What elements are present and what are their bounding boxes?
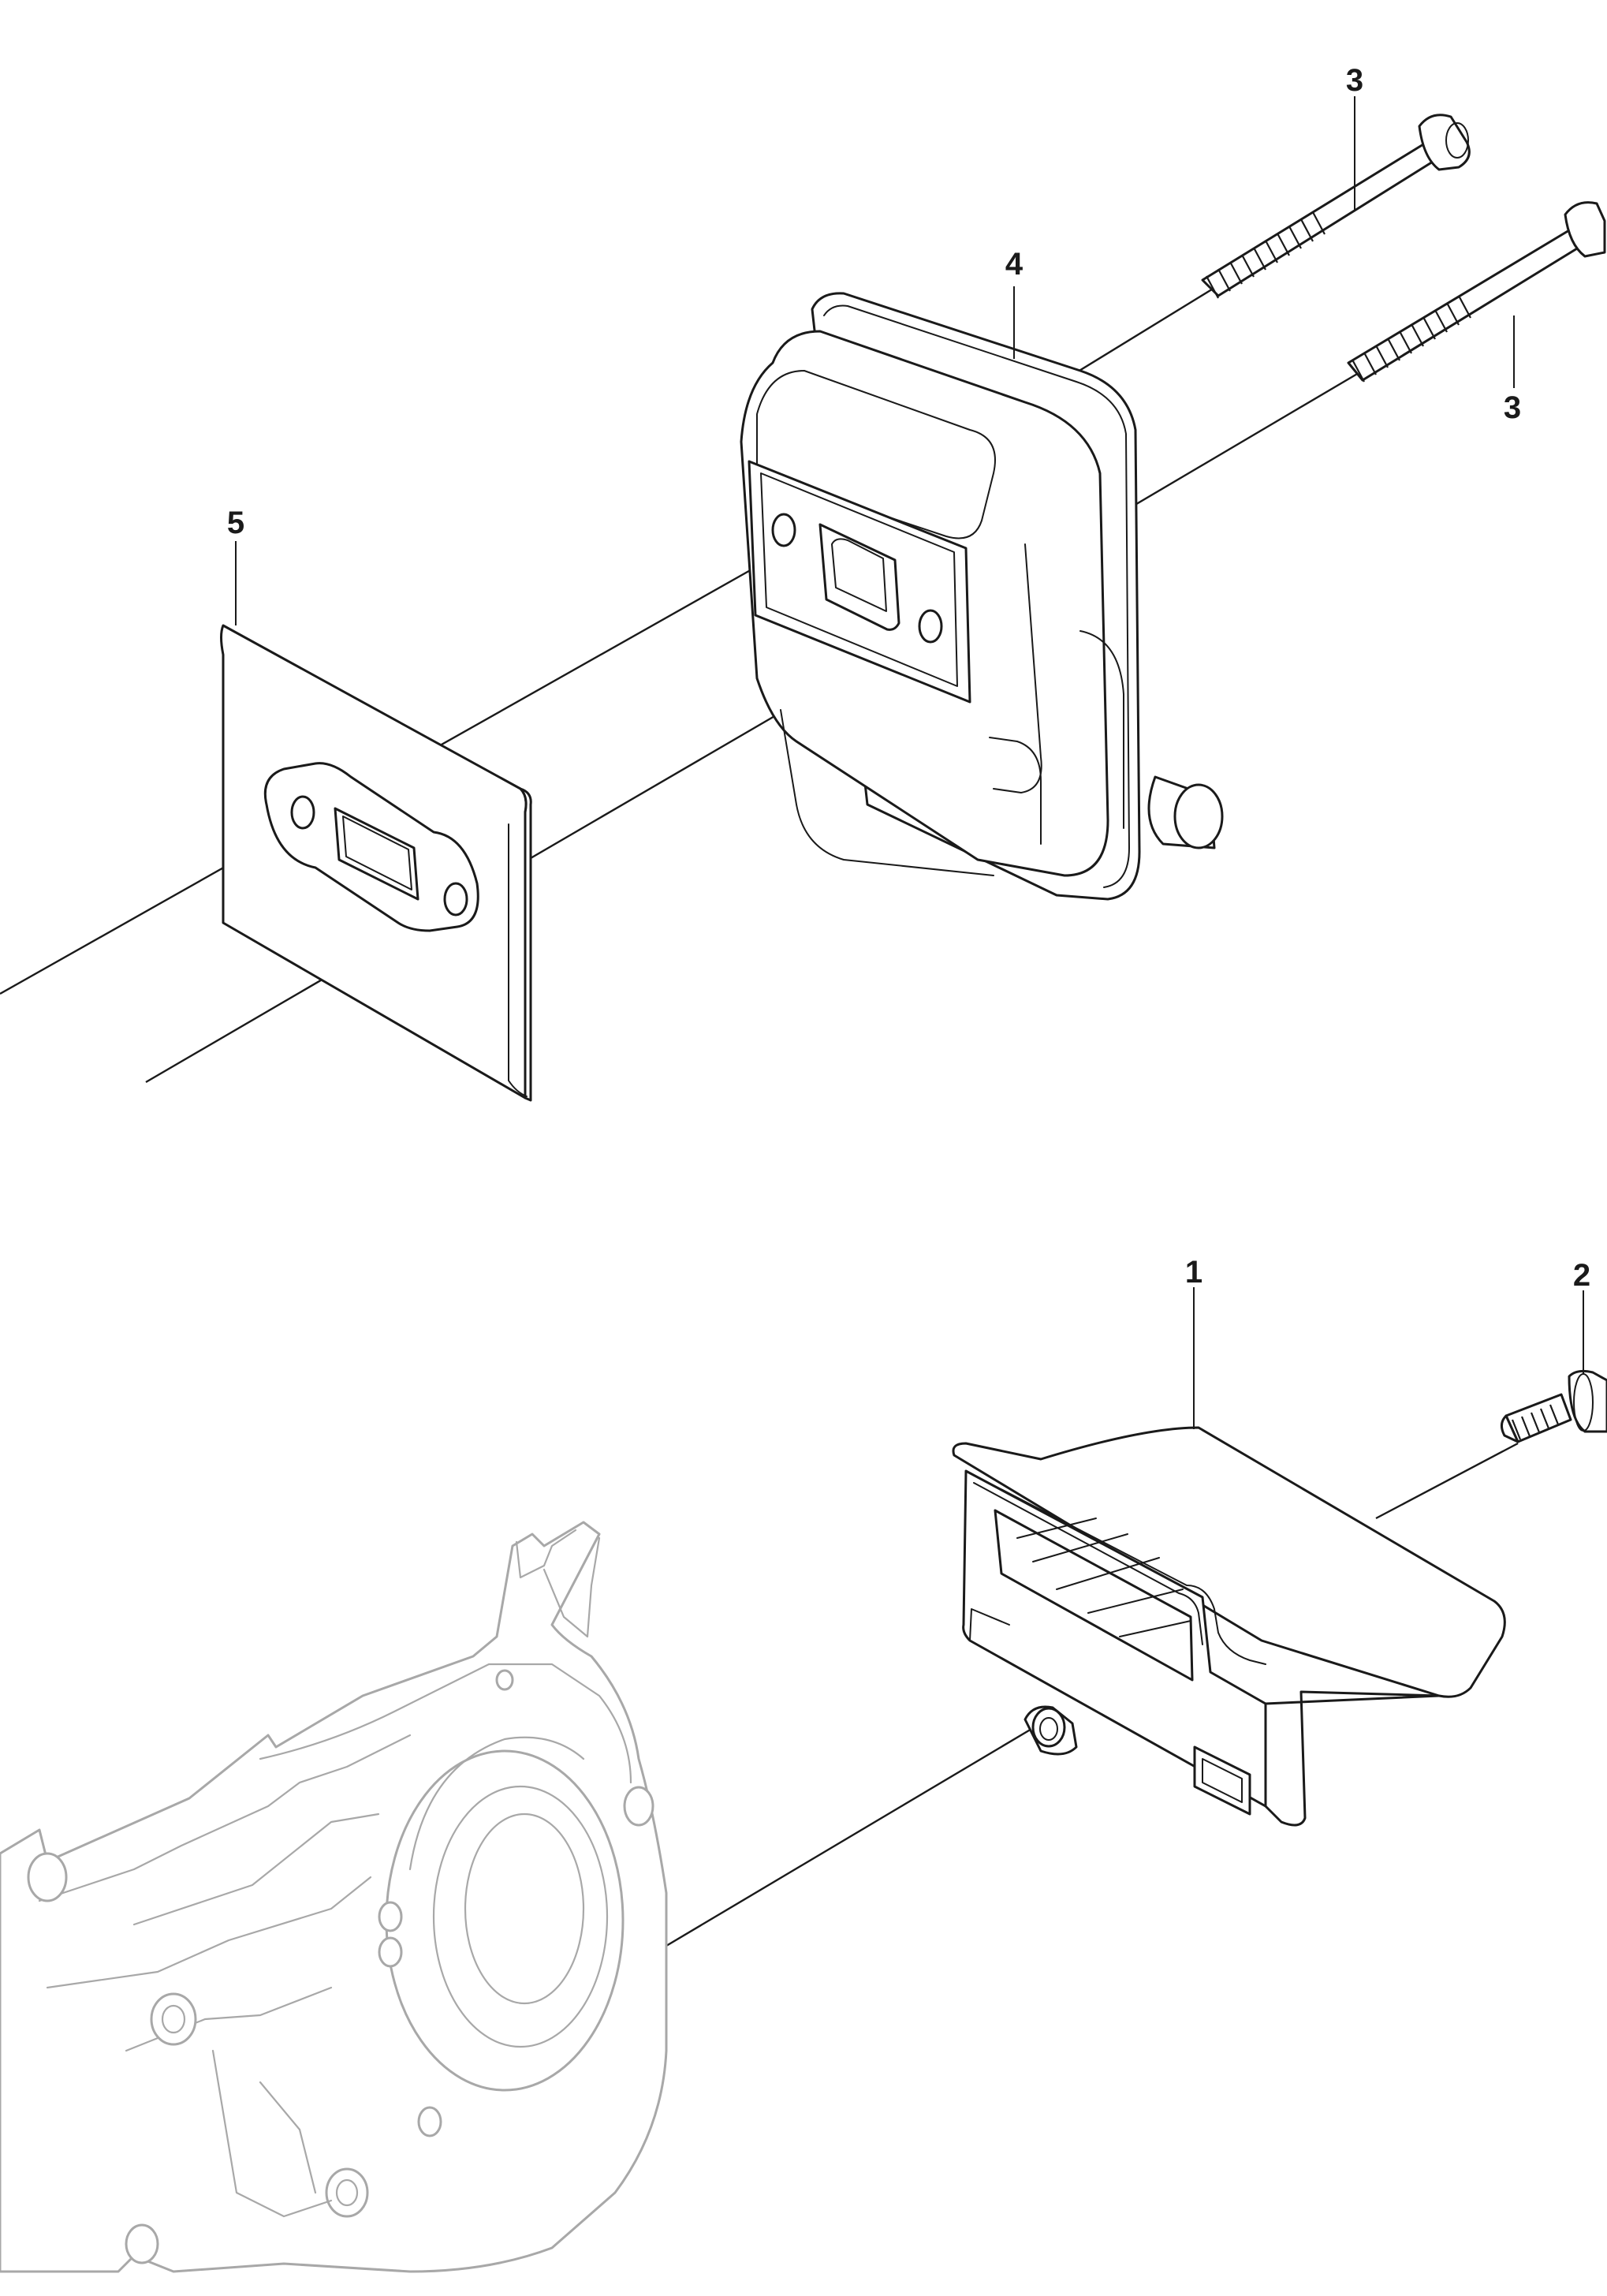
crankcase-cylinder-flange xyxy=(259,1663,632,1784)
callout-2: 2 xyxy=(1573,1258,1590,1293)
screw-threads xyxy=(1511,1404,1560,1440)
crankcase-boss-7 xyxy=(417,2106,442,2137)
callout-leaders xyxy=(235,96,1584,1429)
bracket-ridge-inner xyxy=(973,1482,1203,1645)
crankcase-mount-bracket xyxy=(543,1536,601,1638)
crankcase-boss-2 xyxy=(150,1992,197,2046)
bracket-slot xyxy=(1193,1745,1251,1816)
axis-screw-lower xyxy=(1375,1442,1519,1520)
crankcase-boss-5 xyxy=(378,1901,403,1932)
bolt-upper xyxy=(1201,114,1471,299)
bolt-upper-threads xyxy=(1206,211,1325,299)
bracket-ridge xyxy=(965,1470,1266,1665)
bracket-boss-hole xyxy=(1031,1707,1066,1748)
callout-4: 4 xyxy=(1005,247,1023,282)
muffler-hole-left xyxy=(771,513,796,547)
muffler-port-window xyxy=(818,523,900,631)
crankcase-lower-panel xyxy=(259,2081,317,2194)
bolt-lower-threads xyxy=(1352,295,1471,383)
callout-5: 5 xyxy=(227,506,244,540)
screw-head xyxy=(1568,1369,1607,1433)
callout-1: 1 xyxy=(1185,1255,1202,1290)
crankcase-boss-8 xyxy=(495,1669,514,1691)
gasket-plate-flange xyxy=(519,787,532,1102)
crankcase-web xyxy=(38,1734,412,1902)
muffler-flange-inner xyxy=(823,304,1130,888)
callout-3-upper: 3 xyxy=(1346,63,1363,98)
muffler-hole-right xyxy=(918,609,943,644)
crankcase-lower-rib xyxy=(211,2049,333,2218)
muffler-side-panel xyxy=(993,543,1042,793)
muffler xyxy=(740,292,1224,901)
crankcase-boss-3-hole xyxy=(335,2178,359,2207)
callout-labels: 3 3 4 5 1 2 xyxy=(227,63,1590,1293)
muffler-lower-edge xyxy=(989,737,1042,845)
bracket-lower-lip xyxy=(969,1608,1010,1641)
crankcase-bearing-ring xyxy=(432,1785,609,2048)
crankcase-boss-9 xyxy=(125,2223,159,2264)
axis-lower-part xyxy=(662,1722,1042,1950)
crankcase-rib-1 xyxy=(132,1813,380,1926)
bolt-upper-shank xyxy=(1201,140,1441,297)
bracket-grill-slats xyxy=(1016,1518,1191,1637)
gasket-port-window-inner xyxy=(342,816,412,890)
crankcase-bearing-inner xyxy=(464,1813,585,2005)
heat-shield-bracket xyxy=(952,1426,1506,1827)
crankcase-boss-1 xyxy=(27,1852,68,1902)
gasket-hole-right xyxy=(443,882,468,917)
crankcase-bearing-outer xyxy=(385,1749,625,2092)
gasket-port-window xyxy=(334,807,419,901)
gasket-hole-left xyxy=(290,795,315,830)
callout-3-lower: 3 xyxy=(1504,390,1521,425)
muffler-top-face xyxy=(756,370,996,539)
bolt-upper-head-top xyxy=(1445,122,1469,159)
crankcase-boss-2-hole xyxy=(161,2004,186,2034)
crankcase-ghost xyxy=(0,1521,668,2273)
crankcase-bearing-arc xyxy=(408,1736,585,1871)
bracket-boss-hole-inner xyxy=(1039,1717,1058,1741)
muffler-outlet-opening xyxy=(1173,783,1224,849)
crankcase-boss-4 xyxy=(623,1786,654,1827)
gasket-plate xyxy=(220,624,532,1102)
bracket-slot-inner xyxy=(1202,1758,1243,1803)
crankcase-top-tab xyxy=(515,1529,577,1579)
bolt-upper-head xyxy=(1418,114,1471,171)
muffler-side-bulge xyxy=(1079,630,1124,829)
bracket-side-face xyxy=(1264,1690,1441,1827)
bracket-top-plate xyxy=(952,1426,1506,1698)
muffler-port-recess-inner xyxy=(760,472,958,687)
bolt-lower-head xyxy=(1564,201,1606,258)
crankcase-boss-3 xyxy=(325,2167,369,2218)
muffler-port-window-inner xyxy=(831,538,887,612)
bolt-lower xyxy=(1347,201,1606,383)
bracket-grill-window xyxy=(994,1509,1194,1682)
crankcase-rib-2 xyxy=(46,1876,372,1989)
crankcase-boss-6 xyxy=(378,1936,403,1968)
muffler-lower-skirt xyxy=(780,709,994,876)
gasket-plate-fold xyxy=(508,823,528,1097)
screw-tip xyxy=(1501,1414,1519,1443)
screw xyxy=(1501,1369,1607,1443)
